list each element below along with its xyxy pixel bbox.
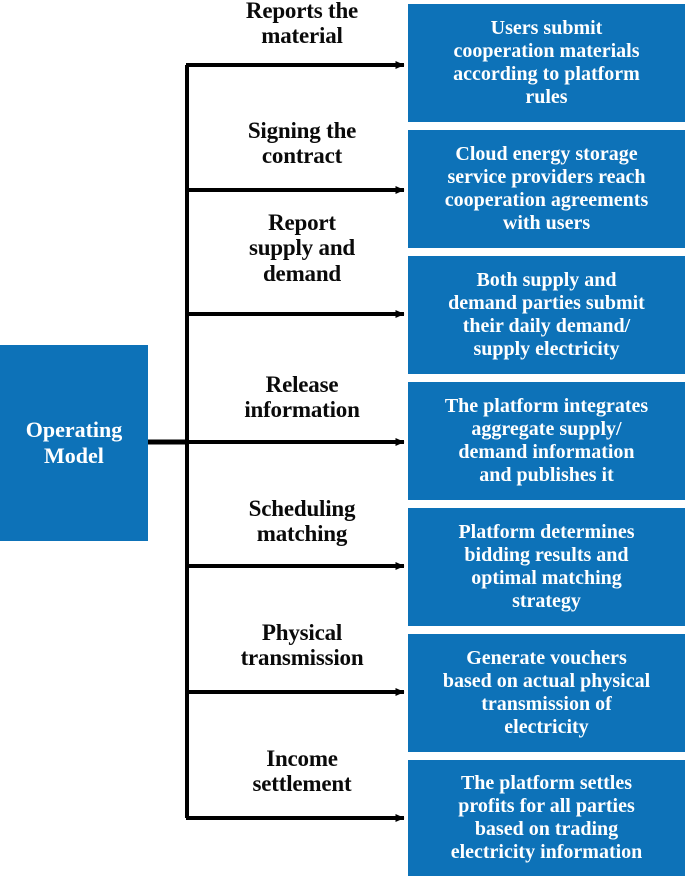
stage-box-3: Both supply and demand parties submit th… (408, 256, 685, 374)
stage-box-text-6: Generate vouchers based on actual physic… (442, 647, 651, 738)
stage-label-4: Release information (244, 372, 360, 423)
stage-box-text-4: The platform integrates aggregate supply… (444, 395, 649, 486)
stage-box-1: Users submit cooperation materials accor… (408, 4, 685, 122)
stage-label-5: Scheduling matching (248, 496, 356, 547)
stage-box-4: The platform integrates aggregate supply… (408, 382, 685, 500)
stage-label-2: Signing the contract (247, 118, 357, 169)
root-node-label: Operating Model (25, 417, 123, 468)
stage-box-6: Generate vouchers based on actual physic… (408, 634, 685, 752)
stage-box-5: Platform determines bidding results and … (408, 508, 685, 626)
stage-label-3: Report supply and demand (248, 210, 356, 286)
stage-box-text-3: Both supply and demand parties submit th… (448, 269, 645, 360)
stage-box-text-1: Users submit cooperation materials accor… (453, 17, 640, 108)
stage-box-text-5: Platform determines bidding results and … (458, 521, 635, 612)
stage-box-text-7: The platform settles profits for all par… (450, 772, 643, 863)
root-node-operating-model: Operating Model (0, 345, 148, 541)
stage-label-1: Reports the material (245, 0, 359, 49)
stage-box-text-2: Cloud energy storage service providers r… (444, 143, 649, 234)
stage-label-6: Physical transmission (240, 620, 364, 671)
stage-box-2: Cloud energy storage service providers r… (408, 130, 685, 248)
stage-box-7: The platform settles profits for all par… (408, 760, 685, 876)
stage-label-7: Income settlement (252, 746, 352, 797)
